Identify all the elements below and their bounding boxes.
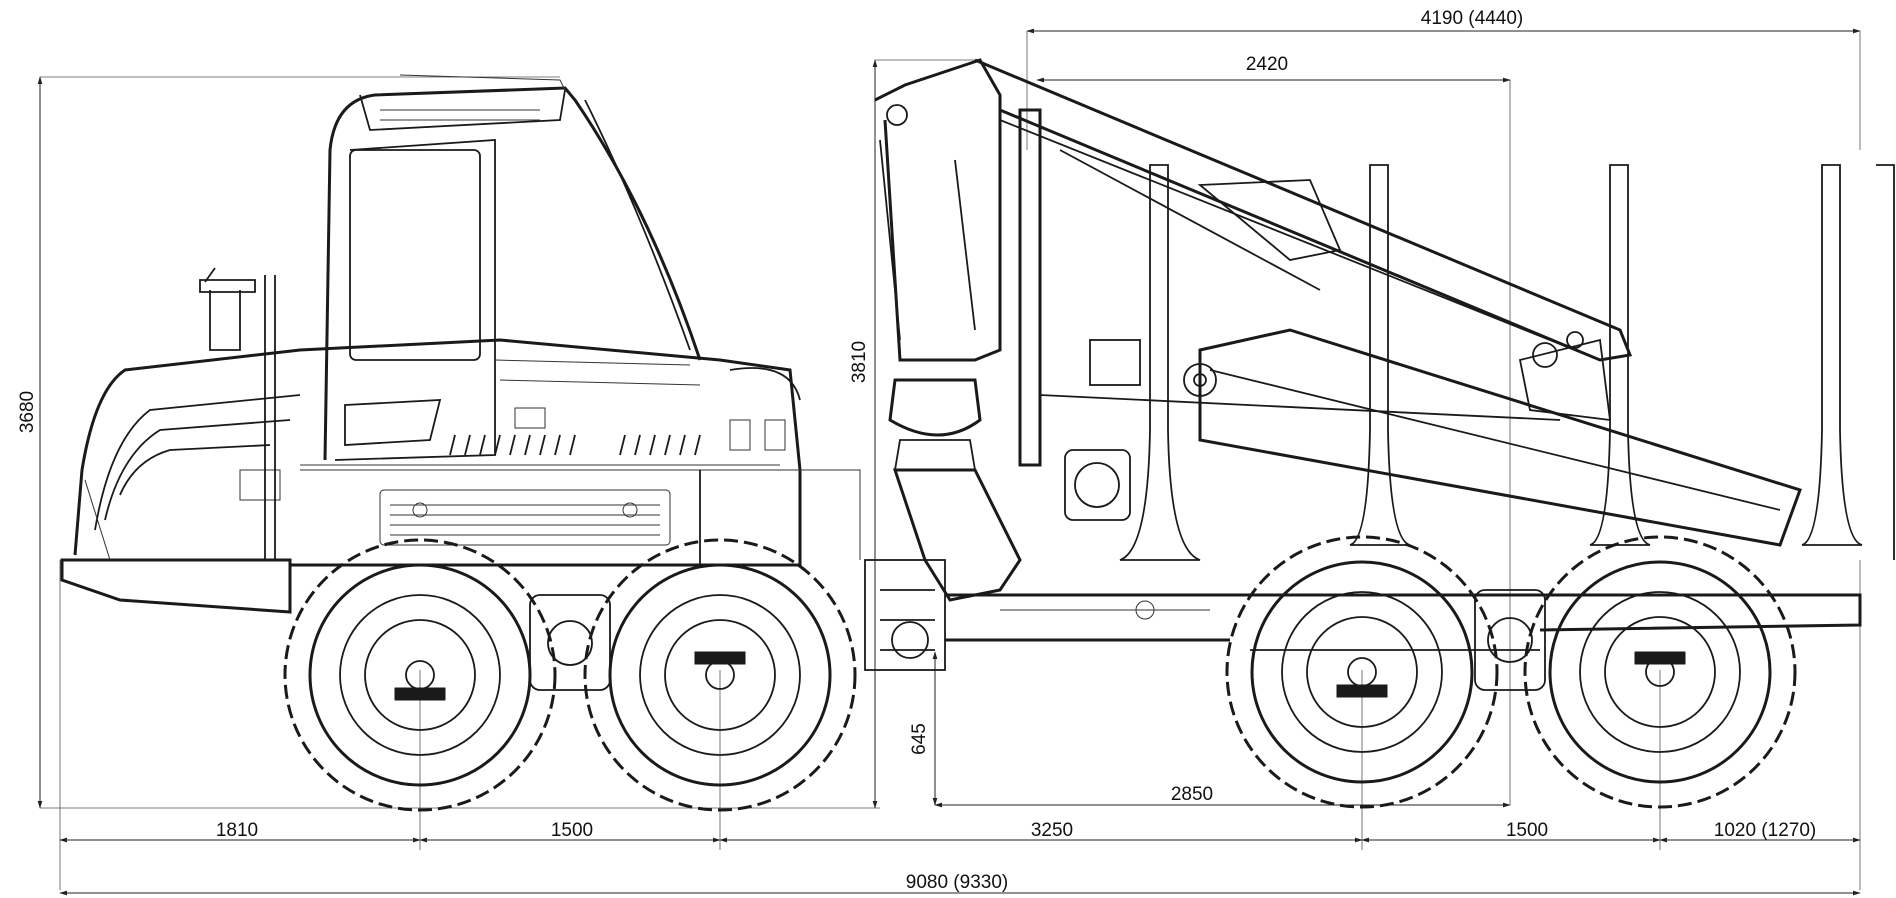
- front-body: [60, 338, 861, 614]
- dim-crane-offset: 2420: [1246, 54, 1288, 75]
- rear-frame: [945, 593, 1862, 651]
- extension-lines: [39, 30, 1861, 890]
- operator-cab: [323, 74, 702, 461]
- dim-front-overhang: 1810: [216, 820, 258, 841]
- bogies: [529, 589, 1546, 691]
- dim-overall-length: 9080 (9330): [906, 872, 1008, 893]
- wheel-front-2: [583, 538, 857, 812]
- crane: [874, 58, 1633, 602]
- exhaust-stack: [199, 267, 276, 560]
- grapple-extension: [1039, 328, 1802, 547]
- dim-crane-height: 3810: [849, 341, 870, 383]
- dimension-lines: [37, 28, 1861, 896]
- dim-front-bogie: 1500: [551, 820, 593, 841]
- dim-overall-height: 3680: [17, 391, 38, 433]
- dim-rear-overhang: 1020 (1270): [1714, 820, 1816, 841]
- dim-wheelbase: 3250: [1031, 820, 1073, 841]
- dim-rear-bogie: 1500: [1506, 820, 1548, 841]
- dimension-labels: 4190 (4440) 2420 3680 3810 645 2850 1810…: [17, 8, 1816, 893]
- wheel-rear-2: [1523, 535, 1797, 809]
- dim-crane-reach: 4190 (4440): [1421, 8, 1523, 29]
- forwarder-machine: [60, 58, 1895, 812]
- wheel-rear-1: [1225, 535, 1499, 809]
- wheel-front-1: [283, 538, 557, 812]
- load-stakes: [1119, 164, 1895, 561]
- dim-ground-clearance: 645: [909, 723, 930, 755]
- articulation-joint: [864, 559, 946, 671]
- dim-bunk-length: 2850: [1171, 784, 1213, 805]
- engine-grille: [379, 434, 701, 546]
